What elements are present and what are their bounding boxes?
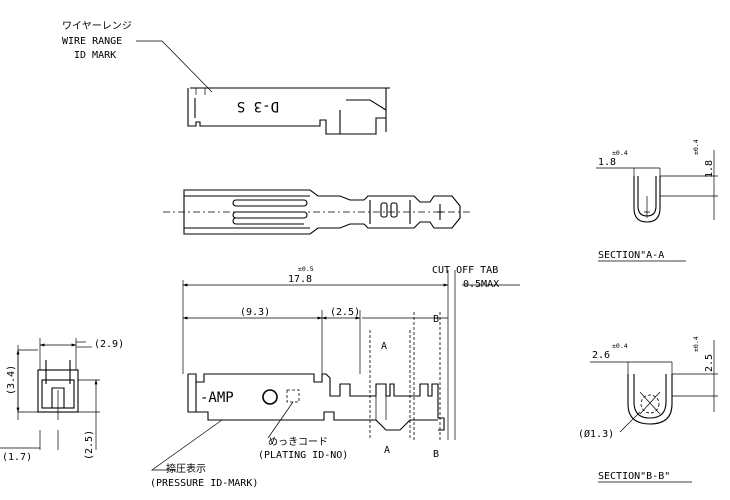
wire-range-leader <box>136 40 213 93</box>
sa-height-dim: 1.8 <box>704 160 715 178</box>
bottom-view: -AMP <box>187 373 445 431</box>
dim-2-5-vertical: (2.5) <box>84 430 95 460</box>
dim-9-3: (9.3) <box>240 307 270 318</box>
sa-width-tol: ±0.4 <box>612 149 628 157</box>
top-view: D-3 S <box>187 87 390 135</box>
wire-range-jp-label: ワイヤーレンジ <box>62 21 132 32</box>
section-a-label: SECTION"A-A <box>598 250 664 261</box>
sa-height-tol: ±0.4 <box>692 139 700 155</box>
dim-2-5: (2.5) <box>330 307 360 318</box>
section-b-b: ±0.4 2.6 ±0.4 2.5 (Ø1.3) SECTION"B-B" <box>578 336 718 483</box>
wire-id-mark-text: D-3 S <box>237 98 279 114</box>
section-b-mark-bottom: B <box>433 449 439 460</box>
dim-1-7: (1.7) <box>2 452 32 463</box>
section-a-mark-bottom: A <box>384 445 390 456</box>
overall-tol: ±0.5 <box>298 265 314 273</box>
id-mark-label: ID MARK <box>74 50 116 61</box>
amp-stamp: -AMP <box>200 390 234 406</box>
wire-range-label: WIRE RANGE <box>62 36 122 47</box>
sa-width-dim: 1.8 <box>598 157 616 168</box>
section-a-mark-top: A <box>381 341 387 352</box>
sb-width-dim: 2.6 <box>592 350 610 361</box>
overall-dim: 17.8 <box>288 274 312 285</box>
cut-off-tab-label: CUT OFF TAB <box>432 265 498 276</box>
bottom-view-dimensions: ±0.5 17.8 CUT OFF TAB 0.5MAX (9.3) (2.5)… <box>182 265 520 460</box>
dim-2-9: (2.9) <box>94 339 124 350</box>
wire-circle <box>640 394 660 414</box>
section-b-label: SECTION"B-B" <box>598 471 670 482</box>
sb-height-tol: ±0.4 <box>692 336 700 352</box>
middle-view <box>163 189 470 235</box>
cut-off-tab-value: 0.5MAX <box>463 279 499 290</box>
plating-jp-label: めっきコード <box>268 436 328 448</box>
plating-label: (PLATING ID-NO) <box>258 450 348 461</box>
sb-height-dim: 2.5 <box>704 354 715 372</box>
sb-diameter-dim: (Ø1.3) <box>578 428 614 440</box>
sb-width-tol: ±0.4 <box>612 342 628 350</box>
stamp-circle <box>262 389 278 405</box>
section-b-mark-top: B <box>433 314 439 325</box>
pressure-label: (PRESSURE ID-MARK) <box>150 478 258 489</box>
dim-3-4: (3.4) <box>6 365 17 395</box>
plating-id-box <box>286 389 300 403</box>
plating-callout: めっきコード (PLATING ID-NO) <box>258 401 348 461</box>
wire-range-callout: ワイヤーレンジ WIRE RANGE ID MARK <box>62 21 213 93</box>
section-a-a: ±0.4 1.8 ±0.4 1.8 SECTION"A-A <box>596 139 718 262</box>
end-view: (3.4) (2.9) (2.5) (1.7) <box>0 338 124 463</box>
pressure-jp-label: 捺圧表示 <box>166 462 206 475</box>
pressure-callout: 捺圧表示 (PRESSURE ID-MARK) <box>150 419 258 489</box>
